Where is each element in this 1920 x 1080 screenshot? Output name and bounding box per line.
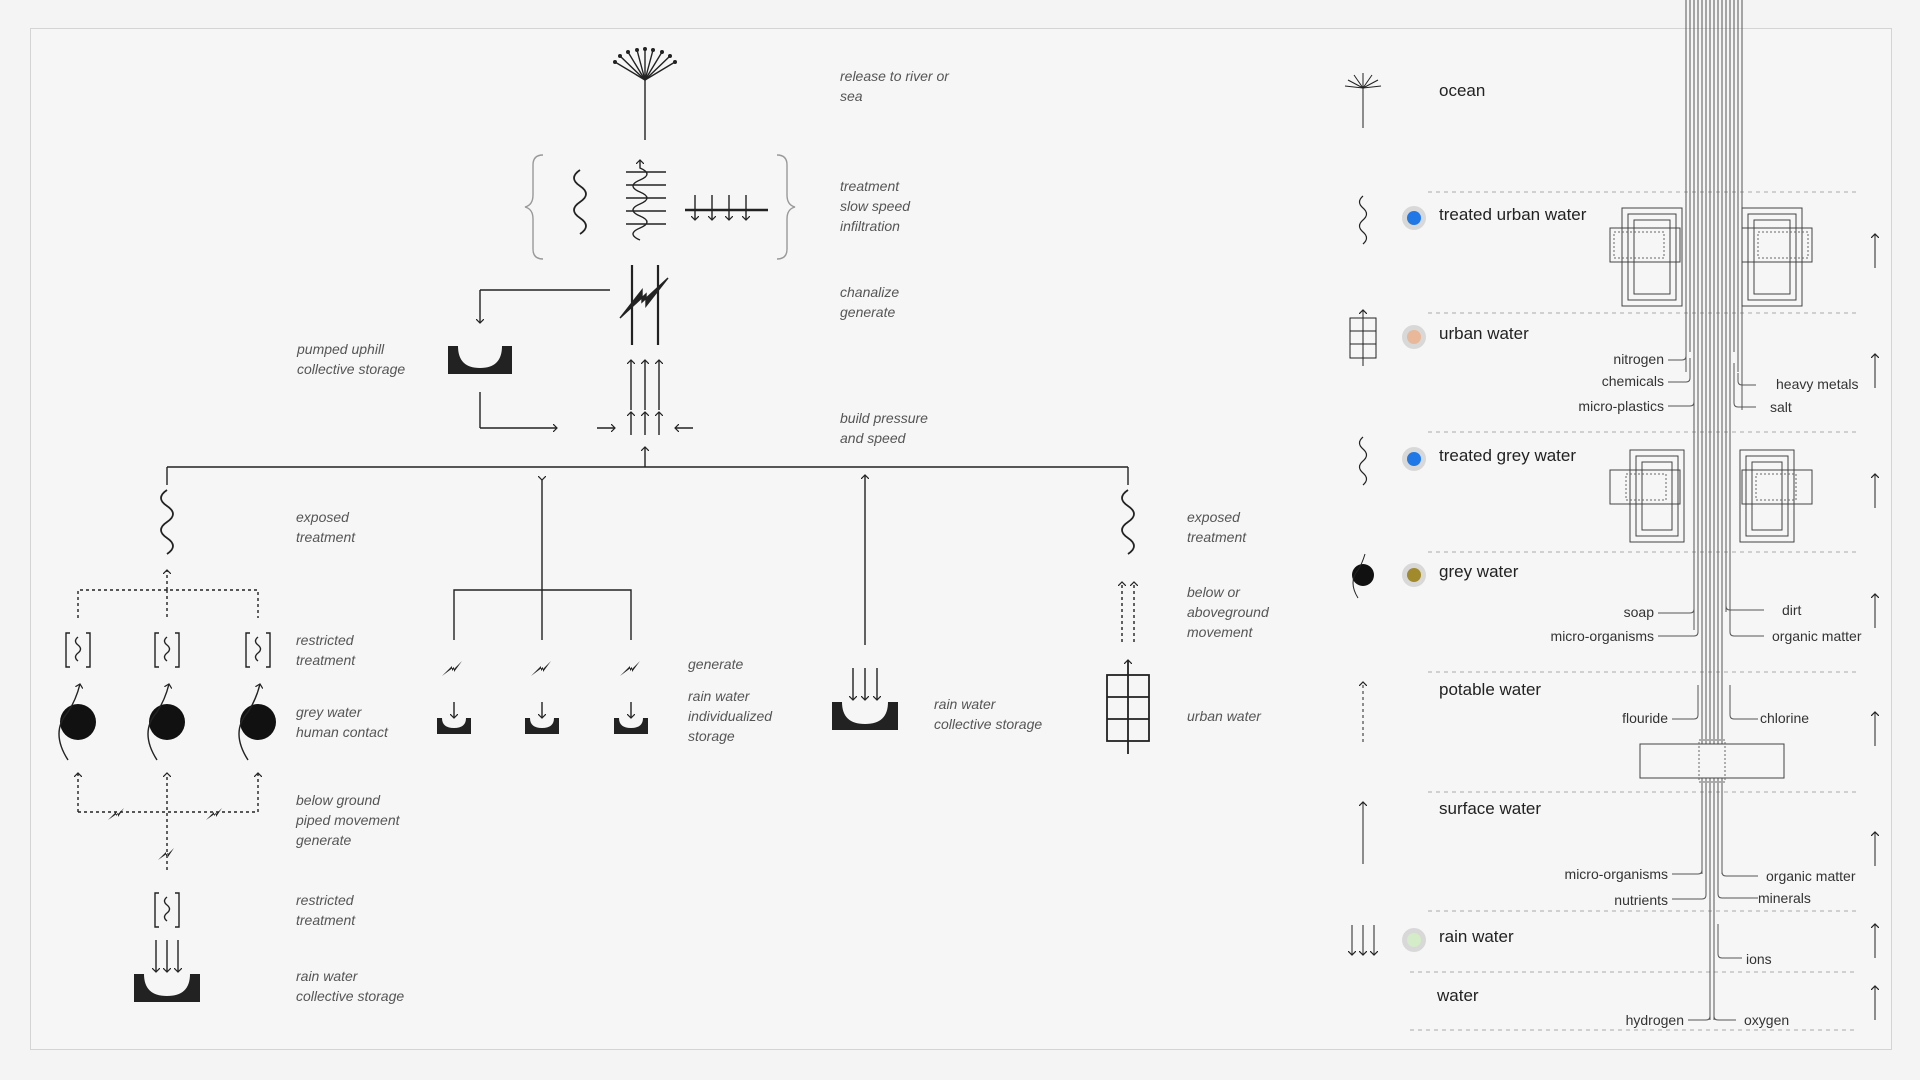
rain-arrows-icon [853,668,877,700]
grid-building-icon [1106,660,1150,754]
treatment-bracket [524,154,796,260]
wave-icon [1358,195,1368,245]
wave-icon [160,489,174,555]
dandelion-icon [1344,73,1382,128]
rain-arrows-icon [156,940,178,972]
component-chlorine: chlorine [1760,710,1810,726]
dot-treated-urban [1407,211,1421,225]
pumped-storage-icon [448,346,512,374]
wave-icon [1358,436,1368,486]
component-flouride: flouride [1622,710,1668,726]
component-organic-matter: organic matter [1772,628,1862,644]
potable-filter [1639,739,1785,783]
component-soap: soap [1623,604,1654,620]
legend-potable-water: potable water [1439,680,1542,699]
dandelion-icon [613,47,677,140]
treated-grey-coil [1609,449,1813,543]
dot-grey [1407,568,1421,582]
grey-water-contact-icons [58,684,276,761]
chanalize-icon [619,265,669,345]
legend-rain-water: rain water [1439,927,1514,946]
grid-building-icon [1349,310,1377,366]
collective-storage-icon [832,702,898,730]
wave-icon [1121,489,1135,555]
pressure-arrows [597,360,693,467]
urban-water-label: urban water [1187,708,1261,724]
below-ground-pipes [78,773,258,870]
component-dirt: dirt [1782,602,1802,618]
legend-dots [1402,206,1426,952]
dot-treated-grey [1407,452,1421,466]
legend-grey-water: grey water [1439,562,1519,581]
component-oxygen: oxygen [1744,1012,1790,1028]
collective-storage-icon [134,974,200,1002]
component-chemicals: chemicals [1601,373,1664,389]
component-nutrients: nutrients [1614,892,1668,908]
diagram-frame [30,28,1892,1050]
slow-speed-icon [626,160,666,241]
rain-arrows-icon [1352,925,1374,955]
dot-rain [1407,933,1421,947]
lightning-icons [108,808,222,860]
component-minerals: minerals [1758,890,1811,906]
component-micro-organisms: micro-organisms [1550,628,1654,644]
component-micro-plastics: micro-plastics [1578,398,1664,414]
legend-surface-water: surface water [1439,799,1542,818]
component-nitrogen: nitrogen [1613,351,1664,367]
infiltration-icon [685,195,768,220]
component-heavy-metals: heavy metals [1776,376,1859,392]
component-salt: salt [1770,399,1792,415]
component-ions: ions [1746,951,1772,967]
component-connectors [1658,336,1764,1021]
legend-treated-grey-water: treated grey water [1439,446,1577,465]
component-hydrogen: hydrogen [1625,1012,1684,1028]
black-drop-icon [1352,553,1374,599]
lightning-icons [442,661,640,676]
component-micro-organisms-2: micro-organisms [1564,866,1668,882]
legend-treated-urban-water: treated urban water [1439,205,1587,224]
composition-strands [1685,0,1743,1020]
individual-storage-icons [437,702,648,734]
restricted-treatment-icons [65,632,271,668]
generate-label: generate [688,656,744,672]
legend-ocean: ocean [1439,81,1486,100]
treated-urban-coil [1609,207,1813,307]
legend-urban-water: urban water [1439,324,1529,343]
dot-urban [1407,330,1421,344]
legend-dividers [1410,191,1858,1031]
component-organic-matter-2: organic matter [1766,868,1856,884]
legend-water: water [1437,986,1479,1005]
wave-icon [573,169,587,235]
